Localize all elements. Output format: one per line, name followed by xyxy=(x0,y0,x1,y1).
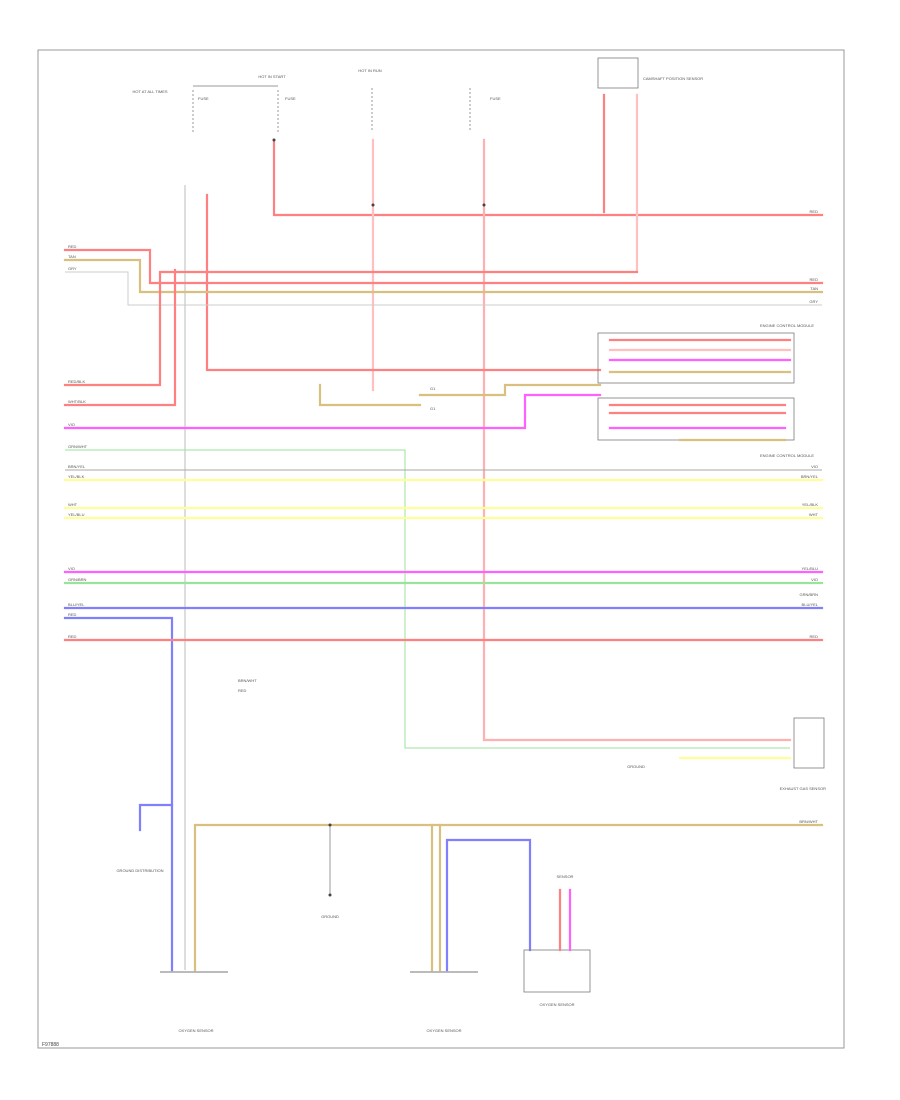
bus-violet xyxy=(63,393,602,430)
splice-right-label: G1 xyxy=(430,406,436,411)
wire-label-r9: YEL/BLU xyxy=(802,566,819,571)
wire-label-r14: BRN/WHT xyxy=(799,819,818,824)
bus-tan-2 xyxy=(318,383,422,407)
wire-label-w16: RED xyxy=(68,634,77,639)
bus-blue-down xyxy=(63,616,174,972)
mid-label-2: RED xyxy=(238,688,247,693)
wire-label-r4: GRY xyxy=(809,299,818,304)
sensor-bottom-right-label: OXYGEN SENSOR xyxy=(539,1002,574,1007)
bottom-tan xyxy=(193,823,824,972)
bottom-blue-left xyxy=(138,803,174,832)
wire-label-r2: RED xyxy=(810,277,819,282)
bus-green xyxy=(65,449,790,749)
bus-red xyxy=(63,248,824,285)
bottom-right-module-label: EXHAUST GAS SENSOR xyxy=(780,786,826,791)
hot-at-all-times-label: HOT AT ALL TIMES xyxy=(132,89,167,94)
wire-label-r13: RED xyxy=(810,634,819,639)
wire-label-w13: GRN/BRN xyxy=(68,577,87,582)
wire-label-r3: TAN xyxy=(810,286,818,291)
wire-label-r12: BLU/YEL xyxy=(802,602,819,607)
bus-redblk xyxy=(63,268,177,407)
mid-label-1: BRN/WHT xyxy=(238,678,257,683)
small-sensor-label: SENSOR xyxy=(557,874,574,879)
bus-red-2 xyxy=(63,270,639,387)
bottom-left-label: OXYGEN SENSOR xyxy=(178,1028,213,1033)
reference-code: F97888 xyxy=(42,1042,59,1048)
wire-label-w14: BLU/YEL xyxy=(68,602,85,607)
fuse-label-3: FUSE xyxy=(490,96,501,101)
wire-label-w9: YEL/BLK xyxy=(68,474,85,479)
fuse-label-2: FUSE xyxy=(285,96,296,101)
wire-label-w6: VIO xyxy=(68,422,75,427)
ground-right-label: GROUND xyxy=(627,764,645,769)
bus-gray xyxy=(65,271,822,306)
top-right-module-label: CAMSHAFT POSITION SENSOR xyxy=(643,76,703,81)
wire-label-w4: RED/BLK xyxy=(68,379,85,384)
wire-label-w5: WHT/BLK xyxy=(68,399,86,404)
pink-wire-run-2 xyxy=(482,138,792,742)
wire-label-r6: BRN/YEL xyxy=(801,474,819,479)
bottom-right-module-box xyxy=(793,717,825,769)
wire-label-w2: TAN xyxy=(68,254,76,259)
splice-left-label: G1 xyxy=(430,386,436,391)
bottom-blue xyxy=(445,838,532,972)
wire-label-r10: VIO xyxy=(811,577,818,582)
pin-3 xyxy=(482,203,486,207)
bus-tan xyxy=(63,258,824,294)
wire-label-w10: WHT xyxy=(68,502,78,507)
bus-tan-3 xyxy=(418,383,602,397)
bottom-mid-label: OXYGEN SENSOR xyxy=(426,1028,461,1033)
ecm-connector-1-box xyxy=(597,332,795,384)
top-right-module-box xyxy=(597,57,639,89)
diagram-frame xyxy=(37,49,845,1049)
wire-label-r1: RED xyxy=(810,209,819,214)
pin-2 xyxy=(371,203,375,207)
wire-label-w11: YEL/BLU xyxy=(68,512,85,517)
wire-label-w8: BRN/YEL xyxy=(68,464,86,469)
pin-1 xyxy=(272,138,276,142)
red-wire-left xyxy=(205,193,602,372)
wire-label-w12: VIO xyxy=(68,566,75,571)
oxygen-sensor-box-right xyxy=(523,949,591,993)
hot-in-start-label: HOT IN START xyxy=(258,74,286,79)
wire-label-r5: VIO xyxy=(811,464,818,469)
fuse-label-1: FUSE xyxy=(198,96,209,101)
wire-label-r8: WHT xyxy=(809,512,819,517)
wire-label-r7: YEL/BLK xyxy=(802,502,819,507)
red-wire-start xyxy=(272,138,824,217)
ecm-connector-1-label: ENGINE CONTROL MODULE xyxy=(760,323,814,328)
pin-4 xyxy=(328,823,332,827)
wire-label-w7: GRN/WHT xyxy=(68,444,88,449)
hot-in-run-label: HOT IN RUN xyxy=(358,68,381,73)
wire-label-w3: GRY xyxy=(68,266,77,271)
ground-mid-label: GROUND xyxy=(321,914,339,919)
ecm-connector-2-label: ENGINE CONTROL MODULE xyxy=(760,453,814,458)
ground-left-label: GROUND DISTRIBUTION xyxy=(116,868,163,873)
wire-label-w1: RED xyxy=(68,244,77,249)
wire-label-w15: RED xyxy=(68,612,77,617)
pin-5 xyxy=(328,893,332,897)
wire-label-r11: GRN/BRN xyxy=(800,592,819,597)
